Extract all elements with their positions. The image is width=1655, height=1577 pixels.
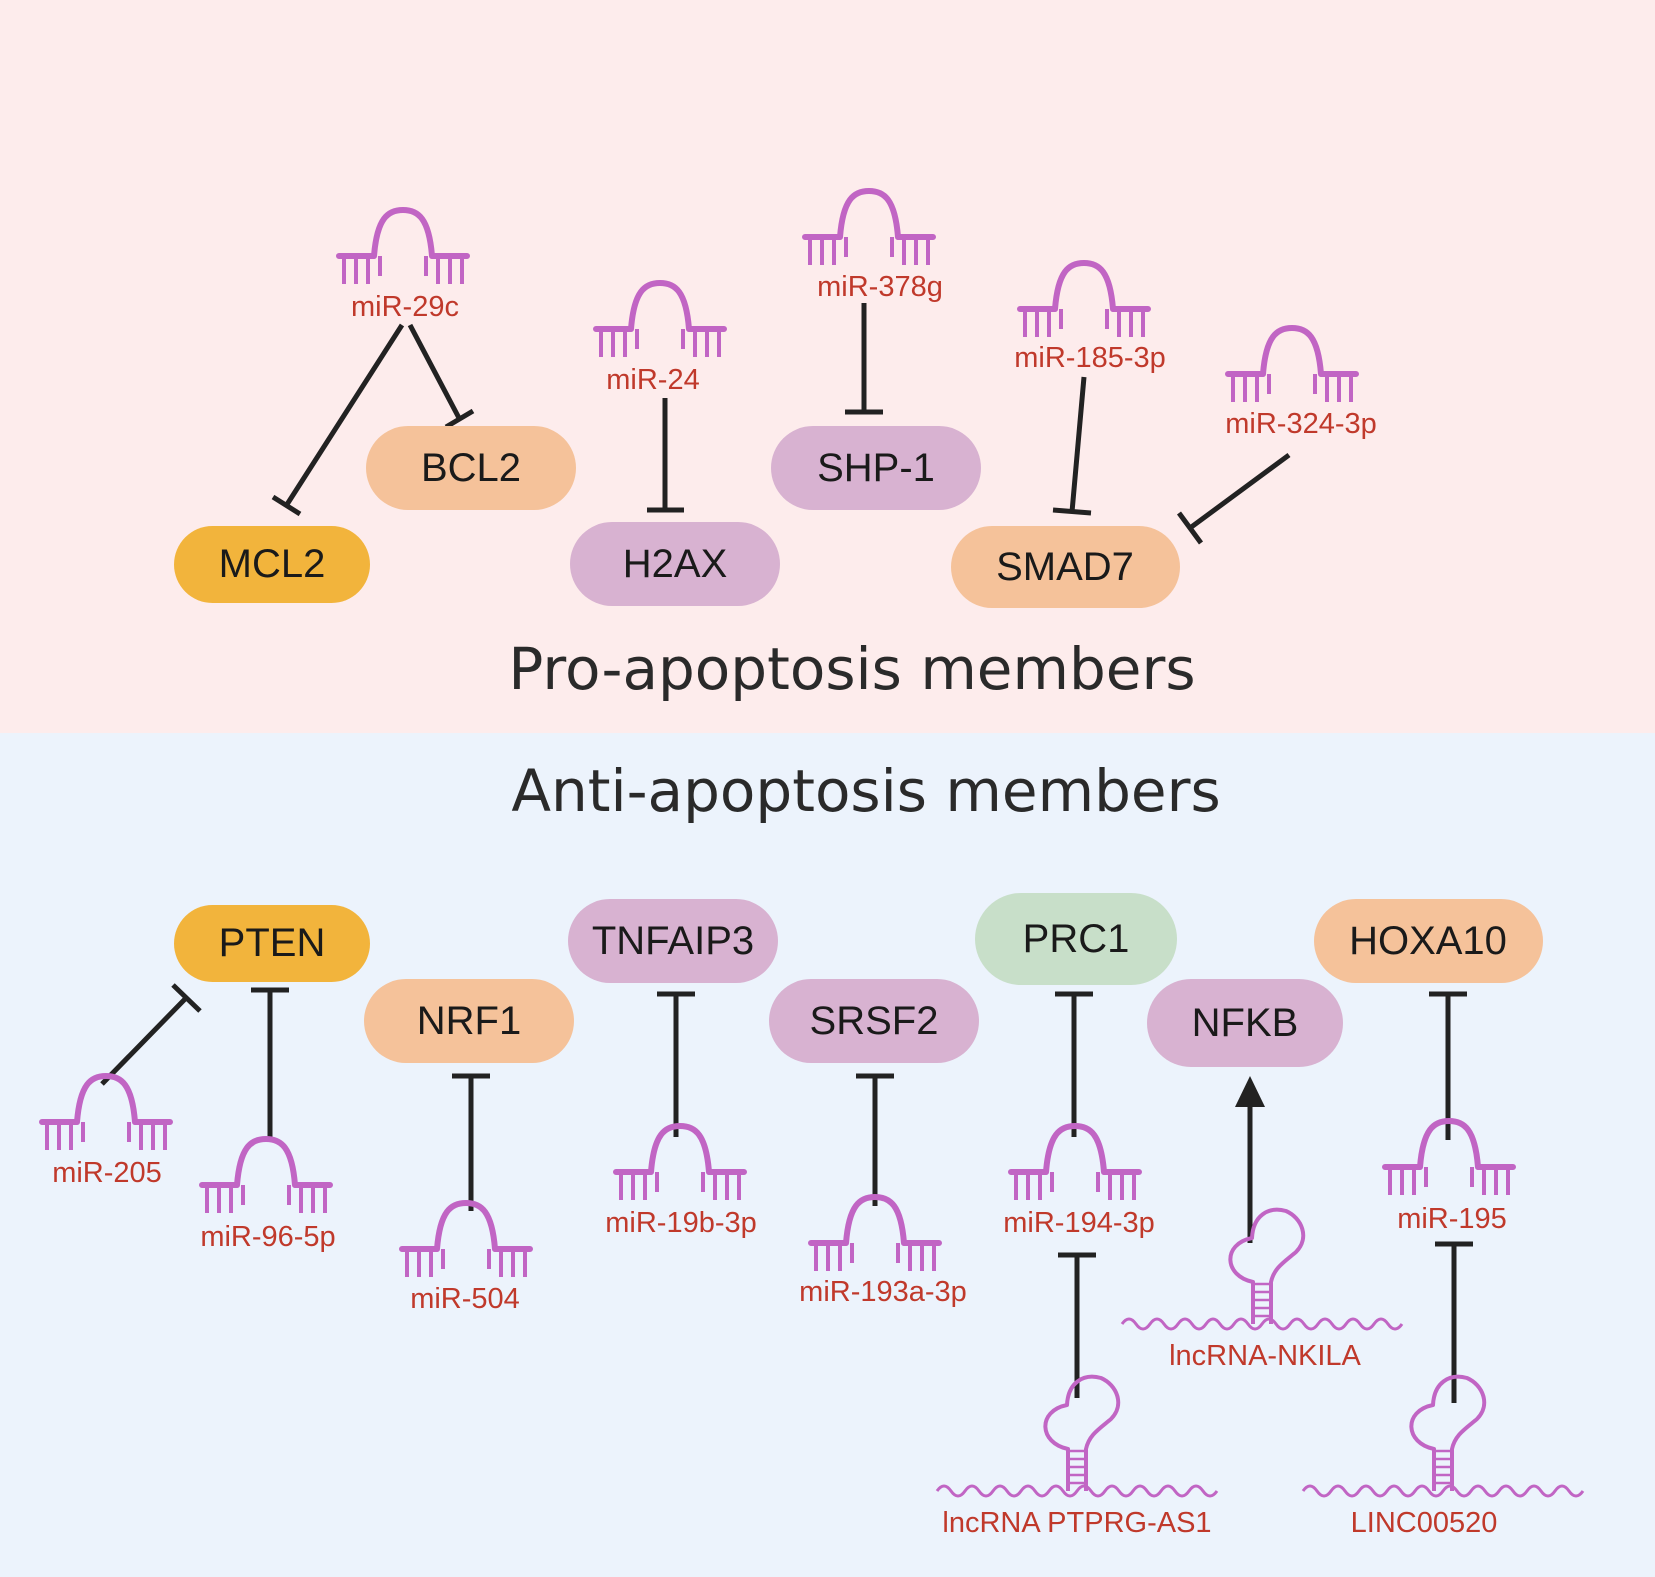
node-tnfaip3-label: TNFAIP3 — [592, 919, 754, 963]
node-tnfaip3: TNFAIP3 — [568, 899, 778, 983]
activation-arrowhead — [1235, 1076, 1265, 1107]
node-prc1-label: PRC1 — [1023, 917, 1130, 961]
node-shp1: SHP-1 — [771, 426, 981, 510]
lncrna-ptprg-label: lncRNA PTPRG-AS1 — [942, 1507, 1211, 1539]
edge-mir24-h2ax — [647, 398, 684, 513]
mir96-label: miR-96-5p — [200, 1221, 335, 1253]
mir193a-label: miR-193a-3p — [799, 1276, 967, 1308]
node-nrf1-label: NRF1 — [417, 999, 521, 1043]
mir29c-label: miR-29c — [351, 291, 459, 323]
linc00520-label: LINC00520 — [1351, 1507, 1498, 1539]
mir205-label: miR-205 — [52, 1157, 162, 1189]
mir324-label: miR-324-3p — [1225, 408, 1377, 440]
node-nfkb: NFKB — [1147, 979, 1343, 1067]
node-nrf1: NRF1 — [364, 979, 574, 1063]
node-srsf2-label: SRSF2 — [810, 999, 939, 1043]
node-hoxa10: HOXA10 — [1314, 899, 1543, 983]
edge-mir96-pten — [251, 987, 289, 1137]
node-hoxa10-label: HOXA10 — [1349, 919, 1507, 963]
mir194-label: miR-194-3p — [1003, 1207, 1155, 1239]
node-smad7-label: SMAD7 — [996, 545, 1134, 589]
lncrna-nkila-label: lncRNA-NKILA — [1169, 1340, 1361, 1372]
edge-mir195-hoxa10 — [1429, 991, 1467, 1140]
node-prc1: PRC1 — [975, 893, 1177, 985]
mir185-label: miR-185-3p — [1014, 342, 1166, 374]
node-smad7: SMAD7 — [951, 526, 1180, 608]
anti-apoptosis-panel — [0, 733, 1655, 1577]
edge-mir193a-srsf2 — [856, 1073, 894, 1206]
edge-mir378g-shp1 — [845, 303, 883, 415]
mir504-label: miR-504 — [410, 1283, 520, 1315]
node-bcl2-label: BCL2 — [421, 446, 521, 490]
edge-ptprg-mir194 — [1058, 1252, 1096, 1398]
edge-mir29c-mcl2 — [271, 323, 405, 517]
pro-apoptosis-heading: Pro-apoptosis members — [508, 635, 1195, 703]
node-pten: PTEN — [174, 905, 370, 982]
node-nfkb-label: NFKB — [1192, 1001, 1299, 1045]
node-mcl2-label: MCL2 — [219, 542, 326, 586]
node-bcl2: BCL2 — [366, 426, 576, 510]
node-srsf2: SRSF2 — [769, 979, 979, 1063]
edge-mir504-nrf1 — [452, 1073, 490, 1211]
mir195-label: miR-195 — [1397, 1203, 1507, 1235]
edge-mir324-smad7 — [1176, 452, 1291, 545]
edge-mir19b-tnfaip3 — [657, 991, 695, 1137]
mir19b-label: miR-19b-3p — [605, 1207, 757, 1239]
mir24-label: miR-24 — [606, 364, 699, 396]
anti-apoptosis-heading: Anti-apoptosis members — [511, 757, 1220, 825]
edge-mir194-prc1 — [1055, 991, 1093, 1137]
edge-mir205-pten — [100, 983, 202, 1086]
mir378g-label: miR-378g — [817, 271, 943, 303]
pro-apoptosis-panel — [0, 0, 1655, 733]
node-h2ax-label: H2AX — [623, 542, 728, 586]
node-shp1-label: SHP-1 — [817, 446, 935, 490]
node-h2ax: H2AX — [570, 522, 780, 606]
edge-mir29c-bcl2 — [407, 323, 475, 430]
edge-mir185-smad7 — [1052, 376, 1092, 516]
node-pten-label: PTEN — [219, 921, 326, 965]
node-mcl2: MCL2 — [174, 526, 370, 603]
